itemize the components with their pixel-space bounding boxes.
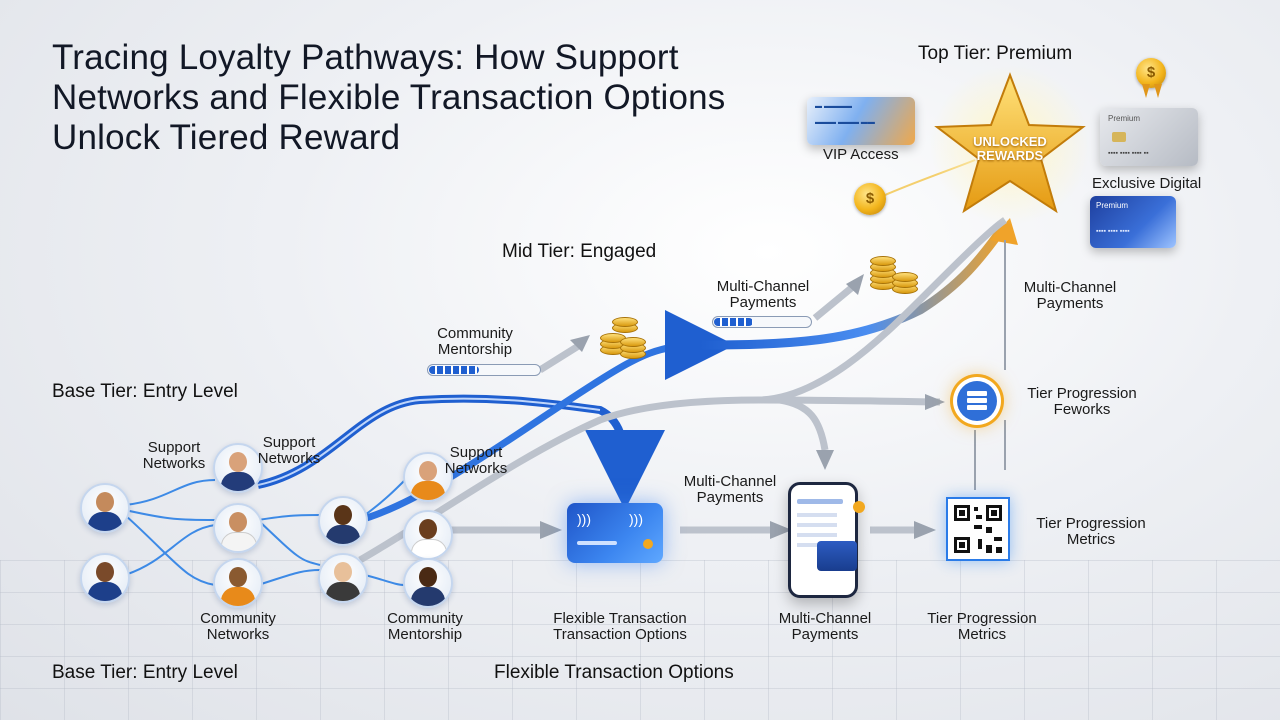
medal-icon: $	[1136, 58, 1166, 88]
payment-card: ))) )))	[567, 503, 663, 563]
qr-pattern	[954, 505, 1002, 553]
tier-progression-node	[953, 377, 1001, 425]
star-text: UNLOCKED REWARDS	[973, 134, 1047, 163]
multi-channel-progress	[712, 316, 812, 328]
contactless-icon: )))	[577, 511, 591, 527]
person-avatar	[80, 483, 130, 533]
tier-top-label: Top Tier: Premium	[918, 43, 1073, 64]
wallet-icon	[817, 541, 857, 571]
exclusive-digital-label: Exclusive Digital	[1092, 175, 1202, 192]
premium-blue-card-text: Premium	[1096, 201, 1129, 210]
tier-progression-metrics-right-label: Tier Progression Metrics	[1036, 515, 1146, 548]
premium-silver-card: Premium ▪▪▪▪ ▪▪▪▪ ▪▪▪▪ ▪▪	[1100, 108, 1198, 166]
person-avatar	[403, 510, 453, 560]
community-mentorship-top-label: Community Mentorship	[437, 325, 513, 358]
person-avatar	[318, 553, 368, 603]
multi-channel-progress-fill	[714, 318, 754, 326]
contactless-icon-2: )))	[629, 511, 643, 527]
vip-access-label: VIP Access	[823, 146, 899, 163]
tier-base-bottom-label: Base Tier: Entry Level	[52, 662, 238, 683]
premium-card-text: Premium	[1108, 114, 1141, 123]
gray-pathways	[358, 217, 1008, 564]
person-avatar	[403, 558, 453, 608]
gray-arrowheads	[540, 274, 945, 539]
person-avatar	[213, 558, 263, 608]
qr-code-icon	[946, 497, 1010, 561]
flexible-transaction-options-label: Flexible Transaction Options	[494, 662, 734, 683]
community-mentorship-bottom-label: Community Mentorship	[387, 610, 463, 643]
flexible-transaction-bottom-label: Flexible Transaction Transaction Options	[553, 610, 687, 643]
multi-channel-mid-label: Multi-Channel Payments	[683, 473, 777, 506]
support-networks-label-2: Support Networks	[257, 434, 321, 467]
tier-base-label: Base Tier: Entry Level	[52, 381, 238, 402]
tier-progression-metrics-bottom-label: Tier Progression Metrics	[927, 610, 1037, 643]
person-avatar	[403, 452, 453, 502]
tier-progression-feworks-label: Tier Progression Feworks	[1027, 385, 1137, 418]
person-avatar	[318, 496, 368, 546]
person-avatar	[213, 503, 263, 553]
vip-card: ▬ ▬▬▬▬ ▬▬▬ ▬▬▬ ▬▬	[807, 97, 915, 145]
community-networks-label: Community Networks	[200, 610, 276, 643]
community-mentorship-progress-fill	[429, 366, 480, 374]
multi-channel-top-label: Multi-Channel Payments	[716, 278, 810, 311]
person-avatar	[213, 443, 263, 493]
coin-icon: $	[854, 183, 886, 215]
community-mentorship-progress	[427, 364, 541, 376]
coin-stack-icon-2	[870, 252, 922, 297]
medal-ribbon-icon	[1142, 84, 1162, 98]
person-avatar	[80, 553, 130, 603]
multi-channel-bottom-label: Multi-Channel Payments	[778, 610, 872, 643]
phone-wallet-icon	[788, 482, 865, 598]
layers-icon	[957, 381, 997, 421]
star-icon	[930, 65, 1090, 225]
tier-mid-label: Mid Tier: Engaged	[502, 241, 657, 262]
premium-blue-card: Premium ▪▪▪▪ ▪▪▪▪ ▪▪▪▪	[1090, 196, 1176, 248]
support-networks-label-1: Support Networks	[142, 439, 206, 472]
multi-channel-right-label: Multi-Channel Payments	[1023, 279, 1117, 312]
support-networks-label-3: Support Networks	[444, 444, 508, 477]
page-title: Tracing Loyalty Pathways: How Support Ne…	[52, 38, 726, 157]
people-links	[124, 479, 406, 586]
coin-stack-icon	[600, 315, 650, 360]
